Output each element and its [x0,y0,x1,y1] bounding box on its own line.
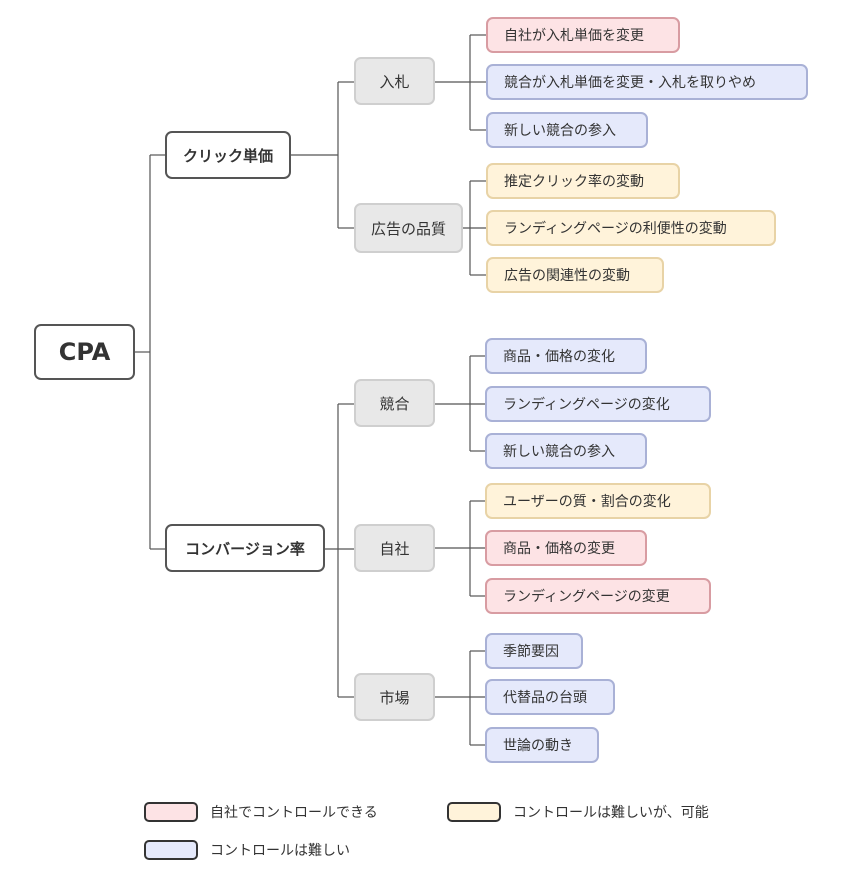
leaf-competitor-bid-change: 競合が入札単価を変更・入札を取りやめ [486,64,808,100]
node-competitor: 競合 [354,379,435,427]
root-node-cpa: CPA [34,324,135,380]
leaf-competitor-product-price: 商品・価格の変化 [485,338,647,374]
legend-label-controllable: 自社でコントロールできる [210,805,378,821]
node-ad-quality: 広告の品質 [354,203,463,253]
legend-swatch-controllable [144,802,198,822]
leaf-own-product-price: 商品・価格の変更 [485,530,647,566]
leaf-expected-ctr: 推定クリック率の変動 [486,163,680,199]
node-click-price: クリック単価 [165,131,291,179]
node-bid: 入札 [354,57,435,105]
node-conversion-rate: コンバージョン率 [165,524,325,572]
leaf-ad-relevance: 広告の関連性の変動 [486,257,664,293]
leaf-landing-page-experience: ランディングページの利便性の変動 [486,210,776,246]
node-own-company: 自社 [354,524,435,572]
legend-label-difficult: コントロールは難しい [210,843,350,859]
legend-swatch-difficult [144,840,198,860]
node-market: 市場 [354,673,435,721]
leaf-new-competitor-entry: 新しい競合の参入 [486,112,648,148]
leaf-user-quality: ユーザーの質・割合の変化 [485,483,711,519]
leaf-new-competitor-entry-cv: 新しい競合の参入 [485,433,647,469]
leaf-own-bid-change: 自社が入札単価を変更 [486,17,680,53]
leaf-own-landing-page: ランディングページの変更 [485,578,711,614]
legend-swatch-difficult-possible [447,802,501,822]
leaf-competitor-landing-page: ランディングページの変化 [485,386,711,422]
legend-label-difficult-possible: コントロールは難しいが、可能 [513,805,709,821]
leaf-seasonal-factors: 季節要因 [485,633,583,669]
leaf-substitutes: 代替品の台頭 [485,679,615,715]
leaf-public-opinion: 世論の動き [485,727,599,763]
